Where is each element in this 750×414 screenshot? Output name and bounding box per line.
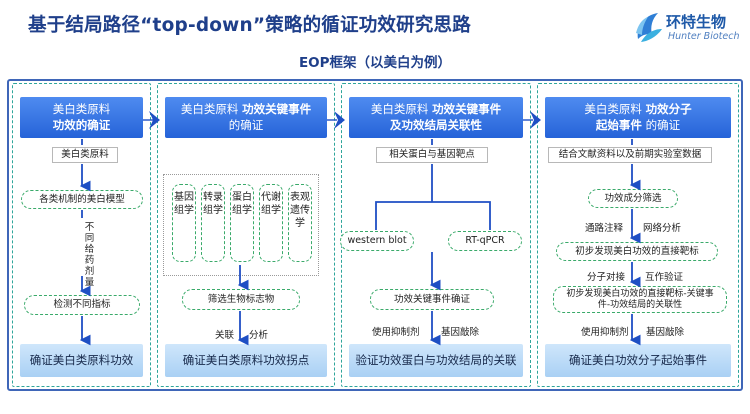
col2-screen-pill: 筛选生物标志物 bbox=[182, 289, 300, 310]
col4-verify-label: 互作验证 bbox=[645, 272, 684, 283]
brand-logo: 环特生物 Hunter Biotech bbox=[632, 9, 742, 49]
col3-wb-pill: western blot bbox=[340, 231, 414, 251]
brand-name: 环特生物 bbox=[666, 13, 727, 31]
col1-indicator-pill: 检测不同指标 bbox=[24, 295, 140, 315]
header-col3-c: 及功效结局关联性 bbox=[390, 118, 482, 132]
result-col2: 确证美白类原料功效拐点 bbox=[165, 344, 327, 377]
col3-confirm-pill: 功效关键事件确证 bbox=[370, 289, 494, 310]
header-col4-b: 功效分子 bbox=[645, 102, 692, 116]
col2-omics-metabolomics: 代谢组学 bbox=[259, 184, 283, 262]
result-col4: 确证美白功效分子起始事件 bbox=[545, 344, 731, 377]
header-col3: 美白类原料 功效关键事件 及功效结局关联性 bbox=[349, 97, 523, 138]
col4-target-pill: 初步发现美白功效的直接靶标 bbox=[556, 242, 718, 261]
header-col4: 美白类原料 功效分子 起始事件 的确证 bbox=[545, 97, 731, 138]
panel-col2 bbox=[157, 83, 335, 387]
col1-dose-label: 不同给药剂量 bbox=[84, 222, 95, 288]
header-col4-c: 起始事件 bbox=[595, 118, 642, 132]
col4-relation-pill: 初步发现美白功效的直接靶标-关键事 件-功效结局的关联性 bbox=[553, 286, 727, 313]
framework-subtitle: EOP框架（以美白为例） bbox=[298, 55, 452, 71]
col4-dock-label: 分子对接 bbox=[587, 272, 626, 283]
col3-knock-label: 基因敲除 bbox=[441, 327, 480, 338]
col4-literature-box: 结合文献资料以及前期实验室数据 bbox=[548, 147, 712, 163]
result-col3: 验证功效蛋白与功效结局的关联 bbox=[349, 344, 523, 377]
col1-material-box: 美白类原料 bbox=[52, 147, 118, 163]
col2-assoc-label: 关联 bbox=[215, 330, 235, 341]
header-col2-a: 美白类原料 bbox=[180, 102, 239, 116]
col4-knock-label: 基因敲除 bbox=[646, 327, 685, 338]
header-col3-b: 功效关键事件 bbox=[432, 102, 502, 116]
result-col1: 确证美白类原料功效 bbox=[20, 344, 143, 377]
page-title: 基于结局路径“top-down”策略的循证功效研究思路 bbox=[28, 15, 471, 36]
col2-omics-transcriptomics: 转录组学 bbox=[201, 184, 225, 262]
col2-omics-proteomics: 蛋白组学 bbox=[230, 184, 254, 262]
col4-screen-pill: 功效成分筛选 bbox=[588, 189, 678, 208]
col4-relation-line1: 初步发现美白功效的直接靶标-关键事 bbox=[566, 289, 714, 299]
header-col2-b: 功效关键事件 bbox=[242, 102, 312, 116]
col2-omics-epigenetics: 表观遗传学 bbox=[288, 184, 312, 262]
col4-inhibit-label: 使用抑制剂 bbox=[581, 327, 629, 338]
col2-omics-genomics: 基因组学 bbox=[172, 184, 196, 262]
header-col2-c: 的确证 bbox=[228, 118, 264, 132]
hunter-logo-icon bbox=[636, 13, 662, 42]
header-col1-line2: 功效的确证 bbox=[52, 118, 111, 132]
col4-pathway-label: 通路注释 bbox=[585, 223, 624, 234]
outer-frame bbox=[7, 79, 743, 391]
col4-relation-line2: 件-功效结局的关联性 bbox=[597, 300, 683, 310]
header-col1: 美白类原料 功效的确证 bbox=[20, 97, 143, 138]
col1-model-pill: 各类机制的美白模型 bbox=[21, 190, 143, 209]
panel-col1 bbox=[12, 83, 151, 387]
brand-name-en: Hunter Biotech bbox=[668, 31, 740, 42]
header-col3-a: 美白类原料 bbox=[370, 102, 429, 116]
col3-pcr-pill: RT-qPCR bbox=[448, 231, 522, 251]
header-col2: 美白类原料 功效关键事件 的确证 bbox=[165, 97, 327, 138]
panel-col4 bbox=[537, 83, 739, 387]
col2-analysis-label: 分析 bbox=[249, 330, 269, 341]
col3-target-box: 相关蛋白与基因靶点 bbox=[376, 147, 488, 163]
header-col4-a: 美白类原料 bbox=[584, 102, 642, 116]
col3-inhibit-label: 使用抑制剂 bbox=[372, 327, 420, 338]
col4-network-label: 网络分析 bbox=[643, 223, 682, 234]
header-col1-line1: 美白类原料 bbox=[52, 102, 111, 116]
header-col4-d: 的确证 bbox=[645, 118, 681, 132]
col2-omics-group bbox=[163, 174, 319, 276]
